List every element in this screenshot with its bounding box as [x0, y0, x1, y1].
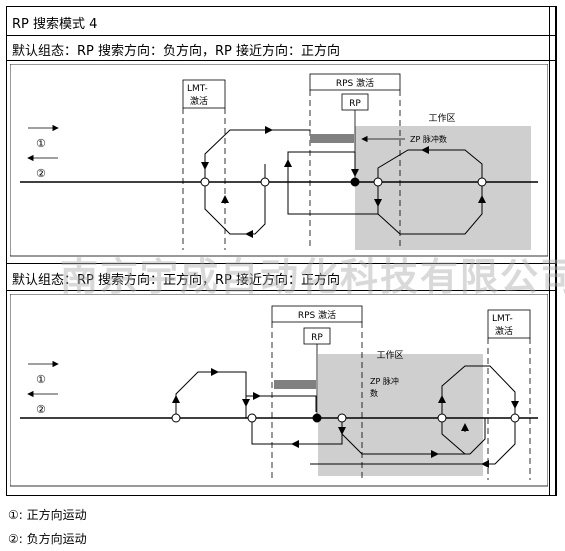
figure2-diagram: 工作区 RPS 激活 RP LMT- 激活 ZP 脉冲 数 ① ② — [10, 294, 548, 487]
workzone-label: 工作区 — [376, 349, 403, 361]
rps-label: RPS 激活 — [336, 77, 374, 89]
table-right-column — [549, 6, 557, 496]
work-zone — [355, 126, 531, 250]
zp-label: ZP 脉冲数 — [410, 134, 447, 144]
figure1-diagram: 工作区 LMT- 激活 RPS 激活 RP ZP 脉冲数 ① ② — [10, 64, 548, 257]
lmt-label: LMT- — [492, 314, 513, 324]
arrow2-label: ② — [36, 403, 46, 416]
rp-label: RP — [349, 99, 361, 109]
workzone-label: 工作区 — [428, 112, 455, 124]
arrow1-label: ① — [36, 137, 46, 150]
lmt-label: LMT- — [187, 84, 208, 94]
row-divider — [6, 263, 557, 264]
row-divider — [6, 60, 557, 61]
figure1-frame — [10, 64, 548, 257]
lmt-label: 激活 — [190, 95, 208, 107]
legend-item-negative: ②: 负方向运动 — [8, 532, 87, 546]
motion-paths — [201, 126, 486, 238]
rps-box — [309, 73, 401, 91]
lmt-label: 激活 — [495, 325, 513, 337]
rps-label: RPS 激活 — [298, 309, 336, 321]
zp-label: ZP 脉冲 — [370, 376, 399, 386]
row-divider — [6, 35, 557, 36]
rp-label: RP — [311, 333, 323, 343]
table-title: RP 搜索模式 4 — [12, 17, 98, 32]
arrow1-label: ① — [36, 373, 46, 386]
row1-caption: 默认组态：RP 搜索方向：负方向，RP 接近方向：正方向 — [12, 44, 341, 59]
row2-caption: 默认组态：RP 搜索方向：正方向，RP 接近方向：正方向 — [12, 273, 341, 288]
row-divider — [6, 290, 557, 291]
zp-bar — [310, 134, 354, 143]
legend-item-positive: ①: 正方向运动 — [8, 508, 87, 522]
arrow2-label: ② — [36, 167, 46, 180]
zp-label: 数 — [370, 388, 378, 398]
lmt-box — [182, 79, 226, 109]
mode-table — [6, 6, 556, 496]
